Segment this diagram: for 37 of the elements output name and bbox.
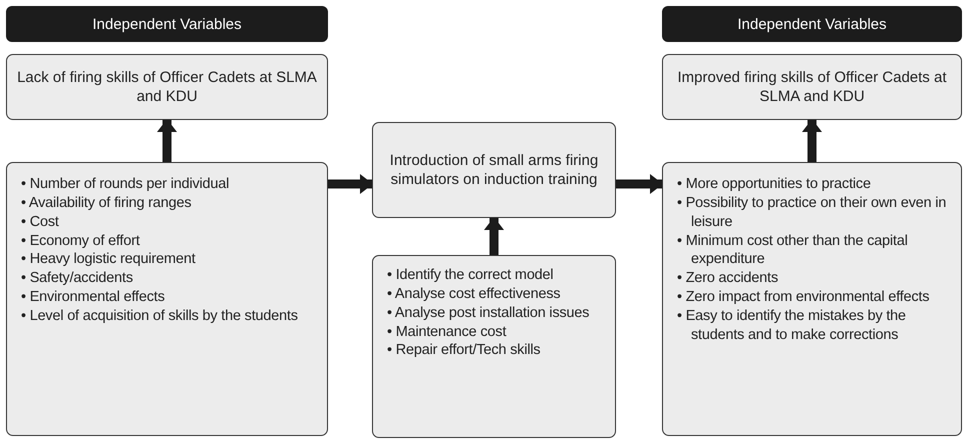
bullet-item: • Heavy logistic requirement [21,250,196,270]
header-band [6,6,328,42]
bullet-item: • Level of acquisition of skills by the students [21,306,298,326]
header-text: Independent Variables [737,16,886,32]
bullet-item: • Zero accidents [677,269,780,288]
bullet-item: • Possibility to practice on their own even in leisure [677,194,948,232]
list-box [662,162,962,436]
block-arrow [616,174,663,194]
box-text: Lack of firing skills of Officer Cadets at SLMA and KDU [16,68,318,106]
box-text: Introduction of small arms firing simulators on induction training [388,150,600,190]
list-box [6,162,328,436]
bullet-item: • Minimum cost other than the capital expenditure [677,232,909,270]
bullet-item: • Availability of firing ranges [21,194,192,213]
process-box [662,54,962,120]
process-box [372,122,616,218]
bullet-item: • Safety/accidents [21,269,134,288]
block-arrow [484,217,504,255]
block-arrow [157,119,177,162]
bullet-item: • Economy of effort [21,232,141,250]
bullet-item: • Environmental effects [21,288,166,307]
process-box [6,54,328,120]
bullet-item: • Maintenance cost [387,322,508,342]
bullet-item: • Repair effort/Tech skills [387,341,542,360]
bullet-item: • Easy to identify the mistakes by the students and to make corrections [677,306,907,345]
bullet-item: • Cost [21,212,60,232]
bullet-item: • Identify the correct model [387,266,554,285]
bullet-item: • Zero impact from environmental effects [677,288,930,307]
bullet-item: • More opportunities to practice [677,175,872,194]
header-band [662,6,962,42]
box-text: Improved firing skills of Officer Cadets at SLMA and KDU [676,68,948,106]
header-text: Independent Variables [92,16,242,32]
bullet-item: • Analyse cost effectiveness [387,284,562,304]
bullet-item: • Number of rounds per individual [21,175,230,194]
block-arrow [802,119,822,162]
block-arrow [328,174,373,194]
list-box [372,255,616,438]
bullet-item: • Analyse post installation issues [387,304,590,323]
